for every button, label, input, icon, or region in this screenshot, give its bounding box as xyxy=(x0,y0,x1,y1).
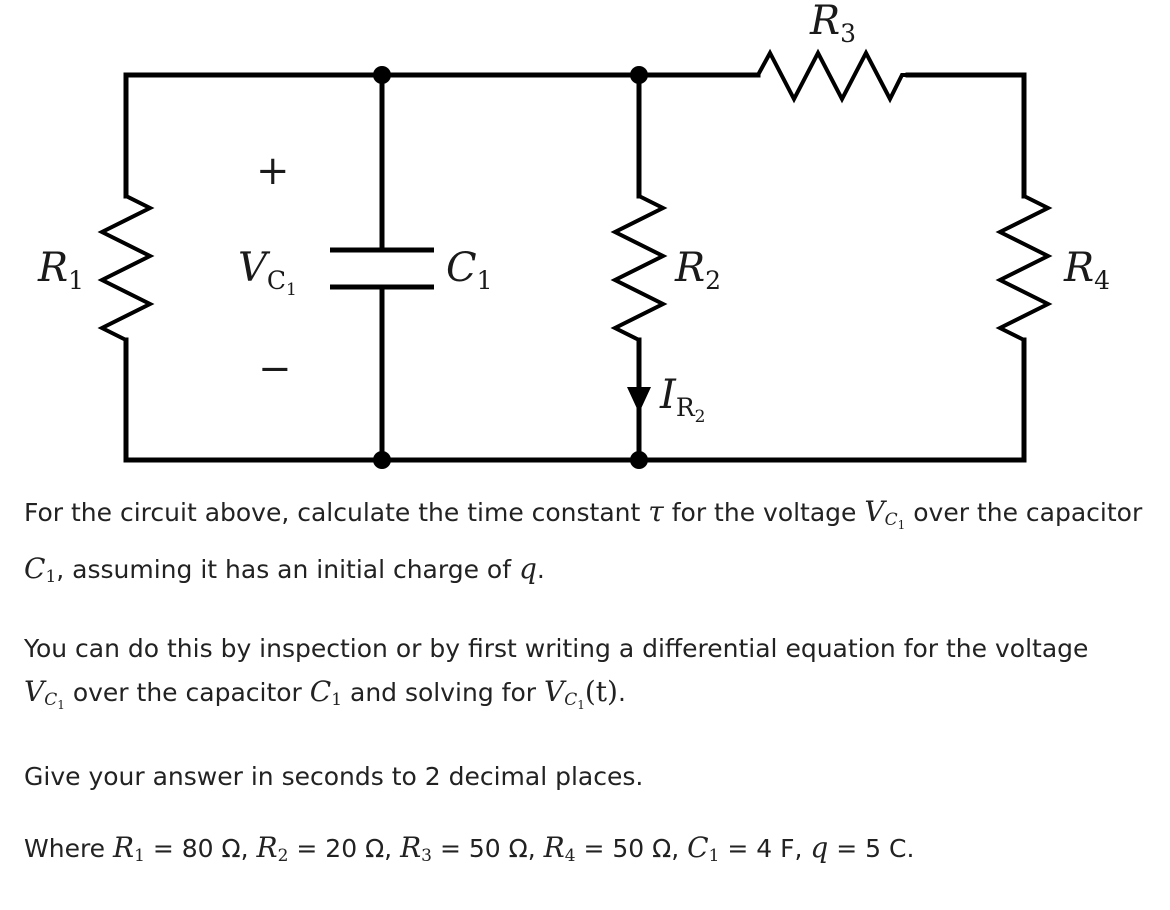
current-arrow-ir2 xyxy=(627,387,651,413)
junction-dot xyxy=(373,66,391,84)
label-vc1: VC1 xyxy=(238,245,297,300)
label-r3: R3 xyxy=(809,0,856,48)
wire-top-right xyxy=(905,72,1027,199)
label-r1: R1 xyxy=(37,245,84,295)
label-c1: C1 xyxy=(446,245,493,295)
wire-top-left xyxy=(123,72,761,199)
circuit-diagram: R1 R2 R3 R4 C1 VC1 IR2 + − xyxy=(37,0,1110,469)
label-plus: + xyxy=(256,148,290,194)
given-value: = 5 C xyxy=(828,834,907,863)
given-value-symbol: R4 xyxy=(543,831,576,866)
given-value: = 4 F xyxy=(719,834,795,863)
given-value: = 50 Ω xyxy=(432,834,528,863)
problem-paragraph-2: You can do this by inspection or by firs… xyxy=(24,634,1089,712)
given-value: = 80 Ω xyxy=(144,834,241,863)
problem-statement: For the circuit above, calculate the tim… xyxy=(24,490,1164,910)
given-value-symbol: C1 xyxy=(687,831,720,866)
resistor-r2 xyxy=(610,194,668,342)
resistor-r4 xyxy=(995,194,1053,342)
label-r4: R4 xyxy=(1063,245,1110,295)
given-value-symbol: R3 xyxy=(400,831,432,866)
given-value-symbol: R1 xyxy=(113,831,145,866)
given-value: = 20 Ω xyxy=(288,834,385,863)
label-ir2: IR2 xyxy=(659,372,705,427)
given-value-symbol: q xyxy=(810,831,829,864)
resistor-r3 xyxy=(756,48,908,104)
junction-dot xyxy=(373,451,391,469)
given-value-symbol: R2 xyxy=(256,831,289,866)
given-value: = 50 Ω xyxy=(575,834,672,863)
junction-dot xyxy=(630,66,648,84)
junction-dot xyxy=(630,451,648,469)
label-r2: R2 xyxy=(674,245,721,295)
resistor-r1 xyxy=(97,194,155,342)
problem-paragraph-3: Give your answer in seconds to 2 decimal… xyxy=(24,762,644,791)
wire-r1-bottom xyxy=(123,337,1027,463)
label-minus: − xyxy=(258,346,292,392)
problem-paragraph-4: Where R1 = 80 Ω, R2 = 20 Ω, R3 = 50 Ω, R… xyxy=(24,831,915,866)
problem-paragraph-1: For the circuit above, calculate the tim… xyxy=(24,495,1143,587)
